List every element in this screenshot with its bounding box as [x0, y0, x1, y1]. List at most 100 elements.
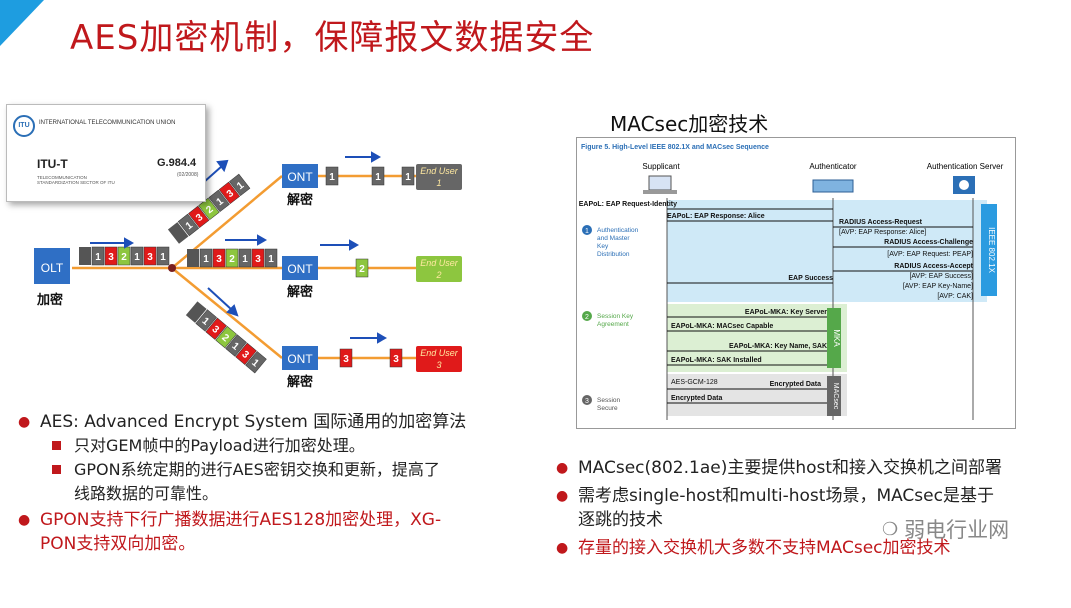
- frame-cell-label: 3: [239, 349, 251, 361]
- ont-label: ONT: [287, 262, 313, 276]
- wechat-icon: ❍: [882, 518, 899, 540]
- end-user-box: [416, 164, 462, 190]
- sequence-message: [AVP: EAP Response: Alice]: [839, 229, 926, 236]
- sequence-message: RADIUS Access-Accept: [894, 263, 973, 270]
- frame-cell: [188, 205, 210, 229]
- sequence-message: [AVP: CAK]: [937, 293, 973, 300]
- received-frame-label: 1: [405, 172, 411, 183]
- frame-cell: [143, 246, 157, 266]
- bullet-aes: ●AES: Advanced Encrypt System 国际通用的加密算法: [18, 412, 467, 432]
- sequence-message: EAPoL: EAP Request-Identity: [579, 201, 677, 208]
- frame-header: [187, 249, 199, 267]
- frame-cell-label: 1: [184, 220, 196, 232]
- frame-cell: [130, 246, 144, 266]
- end-user-number: 3: [436, 360, 441, 370]
- frame-cell: [238, 248, 252, 268]
- received-frame-label: 1: [375, 172, 381, 183]
- frame-cell-label: 3: [255, 254, 261, 265]
- received-frame: [389, 348, 403, 368]
- frame-cell: [225, 248, 239, 268]
- watermark-text: 弱电行业网: [904, 518, 1010, 542]
- frame-cell: [104, 246, 118, 266]
- left-bullet-list: ●AES: Advanced Encrypt System 国际通用的加密算法 …: [18, 410, 538, 556]
- laptop-icon: [643, 175, 677, 194]
- corner-accent: [0, 0, 44, 46]
- sequence-message: EAPoL-MKA: SAK Installed: [671, 357, 762, 364]
- frame-cell: [245, 351, 267, 374]
- frame-cell: [215, 326, 237, 349]
- end-user-box: [416, 346, 462, 372]
- end-user-box: [416, 256, 462, 282]
- frame-header: [185, 301, 207, 323]
- frame-cell-label: 2: [219, 332, 231, 344]
- itu-union: INTERNATIONAL TELECOMMUNICATION UNION: [39, 120, 176, 126]
- ont-caption: 解密: [286, 192, 313, 207]
- frame-cell: [229, 173, 251, 197]
- frame-cell-label: 1: [229, 341, 241, 353]
- frame-cell: [264, 248, 278, 268]
- frame-cell-label: 3: [216, 254, 222, 265]
- frame-header: [167, 222, 189, 244]
- sequence-message: [AVP: EAP Key-Name]: [903, 283, 973, 290]
- itu-logo: ITU: [13, 115, 35, 137]
- frame-cell-label: 2: [204, 204, 216, 216]
- actor-authenticator: Authenticator: [809, 162, 856, 171]
- svg-text:3: 3: [585, 398, 589, 405]
- frame-cell-label: 3: [194, 212, 206, 224]
- frame-cell: [205, 317, 227, 340]
- received-frame-label: 2: [359, 264, 365, 275]
- end-user-label: End User: [420, 258, 459, 268]
- switch-icon: [812, 179, 854, 193]
- sequence-message: [AVP: EAP Success]: [909, 273, 973, 280]
- svg-text:2: 2: [585, 314, 589, 321]
- sequence-message: RADIUS Access-Challenge: [884, 239, 973, 246]
- macsec-side-label: MACsec: [832, 383, 839, 410]
- sequence-message: EAPoL-MKA: Key Name, SAK: [729, 343, 827, 350]
- watermark: ❍ 弱电行业网: [882, 514, 1009, 544]
- itu-t-document-card: ITU INTERNATIONAL TELECOMMUNICATION UNIO…: [6, 104, 206, 202]
- sequence-message: RADIUS Access-Request: [839, 219, 923, 226]
- sequence-message: EAPoL: EAP Response: Alice: [667, 213, 765, 220]
- received-frame: [371, 166, 385, 186]
- sub-bullet-payload: 只对GEM帧中的Payload进行加密处理。: [18, 434, 538, 458]
- frame-cell: [225, 334, 247, 357]
- ont-box: [282, 346, 318, 370]
- frame-cell-label: 2: [229, 254, 235, 265]
- ont-caption: 解密: [286, 374, 313, 389]
- frame-cell-label: 1: [268, 254, 274, 265]
- frame-cell-label: 1: [235, 180, 247, 192]
- server-icon: [953, 176, 975, 194]
- itu-doc-date: (02/2008): [177, 172, 199, 178]
- frame-cell: [91, 246, 105, 266]
- itu-sector: TELECOMMUNICATION STANDARDIZATION SECTOR…: [37, 175, 115, 185]
- svg-text:1: 1: [585, 228, 589, 235]
- frame-cell: [177, 213, 200, 237]
- frame-cell: [199, 248, 213, 268]
- sequence-message: EAPoL-MKA: MACsec Capable: [671, 323, 773, 330]
- received-frame-label: 3: [343, 354, 349, 365]
- received-frame-label: 3: [393, 354, 399, 365]
- bullet-macsec-support: ●存量的接入交换机大多数不支持MACsec加密技术: [556, 538, 951, 558]
- frame-cell: [212, 248, 226, 268]
- right-bullet-list: ●MACsec(802.1ae)主要提供host和接入交换机之间部署 ●需考虑s…: [556, 456, 1056, 560]
- ieee-label: IEEE 802.1X: [987, 227, 996, 273]
- frame-cell-label: 2: [121, 252, 127, 263]
- sequence-message: EAP Success: [788, 275, 833, 282]
- sequence-message: Encrypted Data: [770, 381, 821, 388]
- end-user-label: End User: [420, 166, 459, 176]
- frame-cell-label: 1: [95, 252, 101, 263]
- macsec-title: MACsec加密技术: [610, 112, 769, 136]
- slide-title: AES加密机制，保障报文数据安全: [70, 18, 595, 58]
- frame-cell: [218, 181, 241, 205]
- ont-caption: 解密: [286, 284, 313, 299]
- end-user-label: End User: [420, 348, 459, 358]
- actor-auth-server: Authentication Server: [927, 162, 1004, 171]
- frame-cell: [208, 189, 230, 213]
- frame-cell-label: 1: [242, 254, 248, 265]
